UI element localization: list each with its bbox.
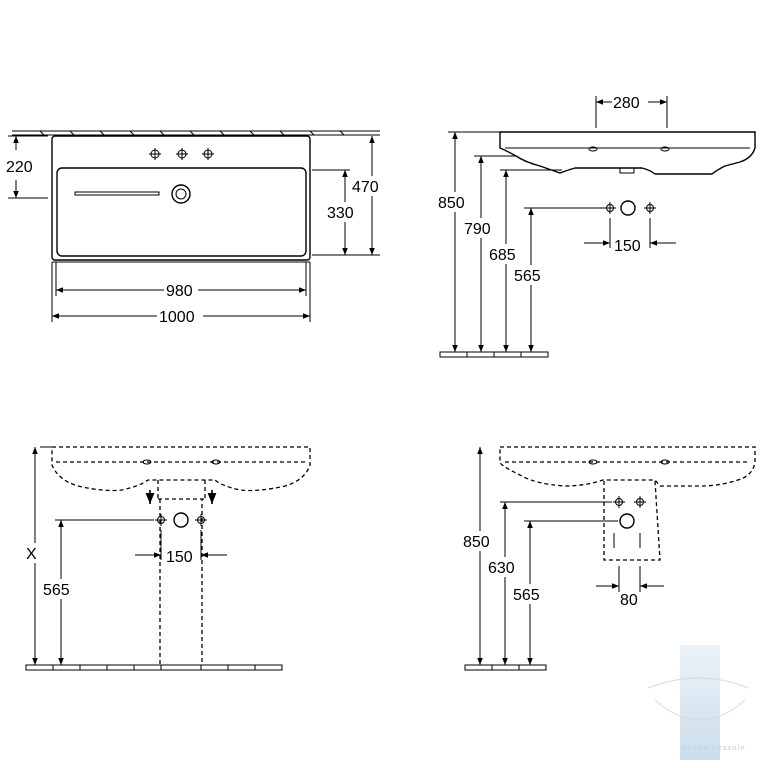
wall-hatch [12, 130, 380, 136]
dim-150-side: 150 [614, 238, 641, 255]
basin-outline [51, 135, 311, 261]
dim-630: 630 [488, 560, 515, 577]
side-view: 280 150 850 790 685 565 [436, 93, 756, 358]
overflow-slot [74, 191, 160, 196]
basin-dashed [51, 446, 311, 492]
basin-bowl [56, 167, 307, 257]
drain [171, 184, 191, 204]
dim-565-front: 565 [43, 582, 70, 599]
dim-565-semi: 565 [513, 587, 540, 604]
dim-790: 790 [464, 221, 491, 238]
tap-holes [149, 148, 214, 160]
semi-pedestal-dashed [603, 480, 661, 561]
dim-850-side: 850 [438, 195, 465, 212]
floor-side [439, 351, 549, 358]
floor-semi [464, 664, 547, 671]
dim-x: X [26, 546, 37, 563]
waste-connectors [604, 200, 656, 216]
watermark-logo: vennu pessule [647, 645, 749, 760]
floor-front [25, 664, 283, 671]
dim-685: 685 [489, 247, 516, 264]
side-semi-pedestal-view: 80 850 630 565 [462, 446, 756, 671]
dim-220: 220 [6, 159, 33, 176]
dim-150-front: 150 [166, 549, 193, 566]
waste-connectors-semi [613, 496, 646, 529]
dim-280: 280 [613, 95, 640, 112]
dim-980: 980 [166, 283, 193, 300]
dim-850-semi: 850 [463, 534, 490, 551]
dim-470: 470 [352, 179, 379, 196]
dim-565-side: 565 [514, 268, 541, 285]
basin-dashed-side [499, 446, 756, 487]
waste-connectors-front [155, 512, 207, 528]
dim-330: 330 [327, 205, 354, 222]
front-pedestal-view: 150 X 565 [22, 446, 311, 671]
basin-profile [499, 131, 756, 175]
dim-80: 80 [620, 592, 638, 609]
dim-1000: 1000 [159, 309, 195, 326]
top-view: 220 470 330 980 1000 [6, 130, 382, 326]
watermark-text: vennu pessule [682, 744, 746, 752]
pedestal-dashed [157, 480, 206, 669]
